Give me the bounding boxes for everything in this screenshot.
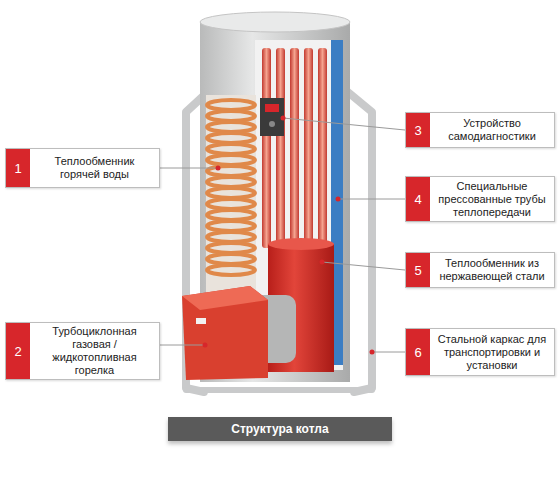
callout-label: Теплообменник из нержавеющей стали [430, 253, 554, 287]
callout-label: Стальной каркас для транспортировки и ус… [430, 329, 554, 375]
callout-box: 5Теплообменник из нержавеющей стали [405, 252, 555, 288]
callout-number: 3 [406, 113, 430, 147]
callout-number: 5 [406, 253, 430, 287]
callout-number: 2 [6, 323, 30, 379]
callout-label: Специальные прессованные трубы теплопере… [430, 177, 554, 221]
callout-box: 1Теплообменник горячей воды [5, 148, 160, 188]
caption-text: Структура котла [231, 422, 328, 436]
callout-box: 2Турбоциклонная газовая / жидкотопливная… [5, 322, 160, 380]
callout-box: 6Стальной каркас для транспортировки и у… [405, 328, 555, 376]
burner [182, 286, 296, 380]
leader-dots [203, 116, 375, 355]
callout-label: Устройство самодиагностики [430, 113, 554, 147]
heat-transfer-tubes [262, 48, 327, 248]
control-panel [260, 98, 284, 136]
leader-lines [160, 118, 405, 352]
callout-box: 3Устройство самодиагностики [405, 112, 555, 148]
callout-number: 6 [406, 329, 430, 375]
callout-label: Теплообменник горячей воды [30, 149, 159, 187]
callout-number: 1 [6, 149, 30, 187]
callout-box: 4Специальные прессованные трубы теплопер… [405, 176, 555, 222]
callout-number: 4 [406, 177, 430, 221]
caption-band: Структура котла [168, 417, 392, 441]
hot-water-coil [207, 100, 255, 275]
callout-label: Турбоциклонная газовая / жидкотопливная … [30, 323, 159, 379]
